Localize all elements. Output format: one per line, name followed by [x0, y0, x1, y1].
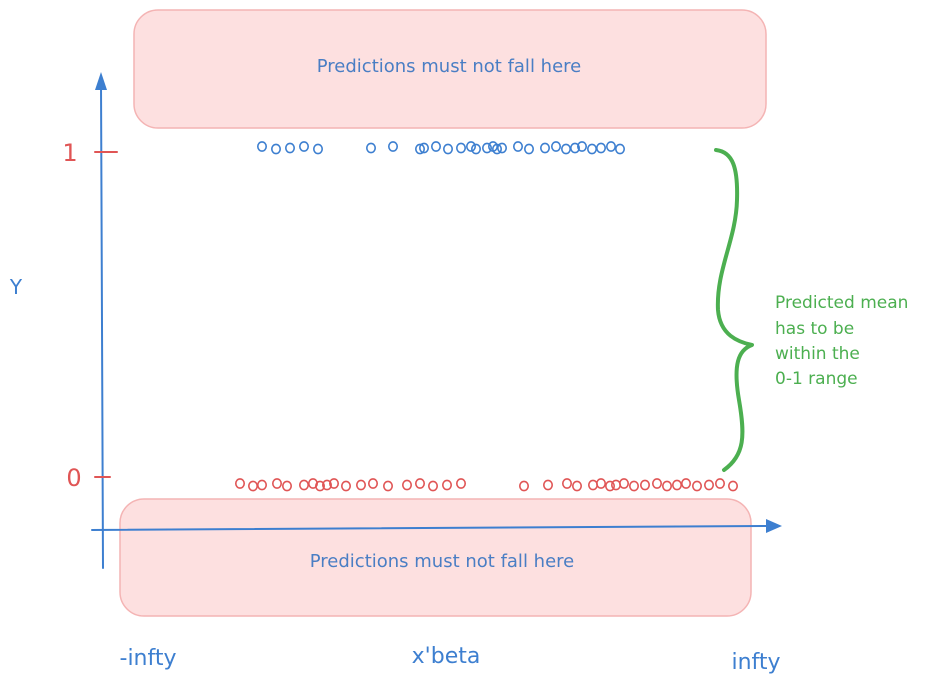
data-point-y0 — [271, 478, 282, 489]
data-point-y0 — [355, 479, 366, 491]
data-point-y0 — [314, 480, 325, 492]
data-point-y0 — [518, 480, 529, 492]
range-brace — [714, 148, 754, 472]
data-point-y0 — [382, 480, 393, 492]
data-point-y0 — [714, 478, 725, 489]
data-point-y0 — [542, 479, 553, 491]
data-point-y1 — [455, 142, 466, 154]
data-point-y0 — [671, 479, 682, 491]
data-point-y1 — [256, 141, 267, 152]
data-point-y0 — [571, 480, 582, 492]
data-point-y0 — [727, 480, 738, 492]
y-tick-low-label: 0 — [66, 464, 81, 492]
data-point-y1 — [491, 143, 502, 155]
data-point-y0 — [618, 478, 629, 489]
x-axis-right-label: infty — [731, 650, 780, 675]
data-point-y1 — [481, 142, 492, 154]
data-point-y1 — [465, 141, 476, 152]
data-point-y0 — [691, 480, 702, 492]
x-axis-label: x'beta — [412, 644, 481, 669]
annotation-line-2: has to be — [775, 319, 854, 339]
x-axis-arrowhead — [766, 519, 782, 533]
x-axis-left-label: -infty — [120, 646, 177, 671]
data-point-y1 — [418, 142, 429, 154]
data-point-y0 — [628, 480, 639, 492]
data-point-y1 — [595, 142, 606, 154]
data-point-y0 — [680, 478, 691, 489]
data-point-y0 — [455, 478, 466, 489]
top-zone-label: Predictions must not fall here — [317, 56, 581, 77]
data-point-y1 — [539, 142, 550, 154]
data-point-y0 — [441, 479, 452, 491]
data-point-y1 — [298, 141, 309, 152]
data-point-y0 — [561, 478, 572, 489]
data-point-y0 — [256, 479, 267, 491]
data-point-y1 — [470, 143, 481, 155]
data-point-y0 — [321, 479, 332, 491]
data-point-y1 — [576, 141, 587, 152]
data-point-y0 — [427, 480, 438, 492]
data-point-y1 — [560, 143, 571, 155]
data-point-y0 — [587, 479, 598, 491]
annotation-line-4: 0-1 range — [775, 369, 858, 389]
data-point-y1 — [312, 143, 323, 155]
data-point-y1 — [496, 142, 507, 154]
data-point-y0 — [298, 479, 309, 491]
data-point-y1 — [442, 143, 453, 155]
data-point-y1 — [605, 141, 616, 152]
data-point-y1 — [270, 143, 281, 155]
data-point-y1 — [414, 143, 425, 155]
data-point-y0 — [661, 480, 672, 492]
data-point-y0 — [248, 480, 259, 492]
data-points — [235, 141, 738, 492]
data-point-y0 — [367, 478, 378, 489]
data-point-y1 — [586, 143, 597, 155]
bottom-zone-label: Predictions must not fall here — [310, 551, 574, 572]
y-tick-high-label: 1 — [62, 139, 77, 167]
data-point-y0 — [703, 479, 714, 491]
top-forbidden-zone — [133, 9, 767, 129]
data-point-y0 — [639, 479, 650, 491]
data-point-y0 — [235, 478, 246, 489]
data-point-y1 — [550, 141, 561, 152]
data-point-y1 — [614, 143, 625, 155]
data-point-y0 — [281, 480, 292, 492]
data-point-y0 — [307, 478, 318, 489]
data-point-y1 — [365, 142, 376, 154]
data-point-y0 — [328, 478, 339, 489]
y-axis-line — [100, 81, 104, 569]
data-point-y1 — [512, 141, 523, 152]
annotation-line-1: Predicted mean — [775, 293, 908, 313]
data-point-y1 — [430, 141, 441, 152]
data-point-y0 — [414, 478, 425, 489]
data-point-y0 — [340, 480, 351, 492]
data-point-y0 — [401, 479, 412, 491]
annotation-line-3: within the — [775, 344, 860, 364]
data-point-y0 — [595, 478, 606, 489]
data-point-y1 — [523, 143, 534, 155]
data-point-y0 — [610, 479, 621, 491]
x-axis-line — [91, 525, 771, 531]
data-point-y0 — [651, 478, 662, 489]
data-point-y1 — [569, 142, 580, 154]
y-axis-arrowhead — [95, 72, 107, 90]
y-axis-label: Y — [9, 275, 23, 299]
data-point-y1 — [387, 141, 398, 152]
data-point-y0 — [604, 480, 615, 492]
data-point-y1 — [284, 142, 295, 154]
